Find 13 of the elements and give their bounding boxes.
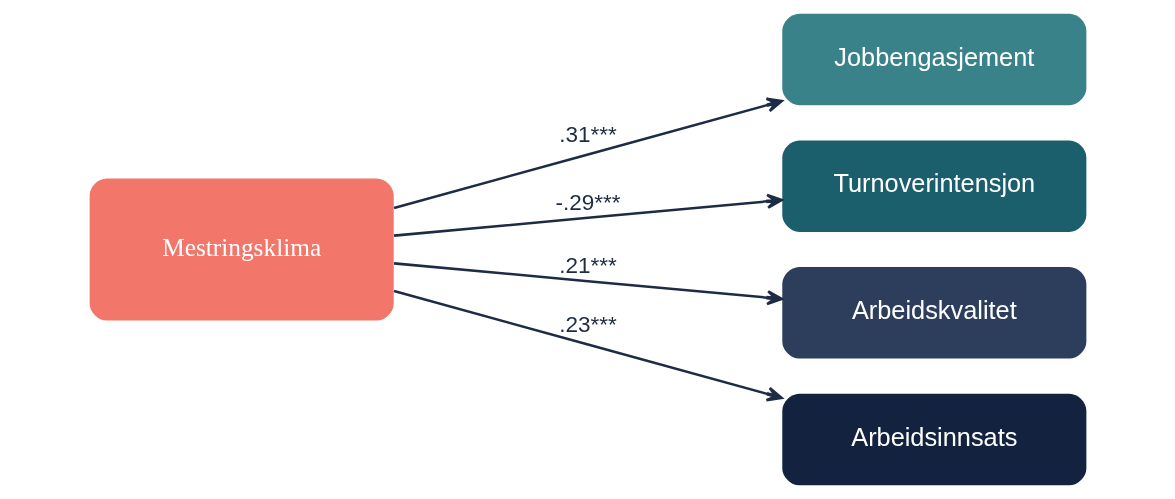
arrow [393,289,783,402]
arrow [393,193,783,237]
node-box: Mestringsklima [89,178,394,321]
node-box: Arbeidsinnsats [781,393,1086,486]
edge-label: .31*** [558,122,617,148]
edge-label: -.29*** [554,189,621,215]
node-box: Arbeidskvalitet [781,267,1086,359]
node-box: Turnoverintensjon [781,140,1086,232]
arrow [393,262,783,306]
edge-label: .23*** [558,312,617,338]
arrow [393,97,783,210]
edge-label: .21*** [558,253,617,279]
node-box: Jobbengasjement [781,13,1086,106]
